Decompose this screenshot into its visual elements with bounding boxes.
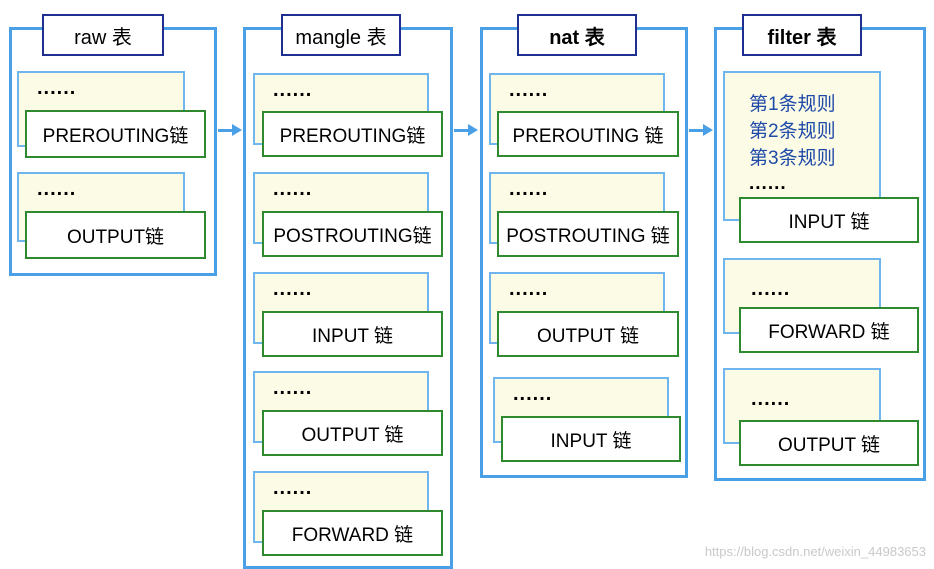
arrow-raw-to-mangle bbox=[218, 124, 242, 136]
nat-output-chain: OUTPUT 链 bbox=[497, 311, 679, 357]
rule-placeholder-dots: ...... bbox=[751, 388, 791, 410]
arrow-mangle-to-nat bbox=[454, 124, 478, 136]
rule-placeholder-dots: ...... bbox=[37, 178, 77, 200]
rule-placeholder-dots: ...... bbox=[751, 278, 791, 300]
rule-placeholder-dots: ...... bbox=[273, 178, 313, 200]
nat-prerouting-chain: PREROUTING 链 bbox=[497, 111, 679, 157]
rule-list: 第1条规则 第2条规则 第3条规则 ...... bbox=[749, 91, 836, 196]
rule-placeholder-dots: ...... bbox=[273, 79, 313, 101]
rule-placeholder-dots: ...... bbox=[273, 278, 313, 300]
nat-postrouting-chain: POSTROUTING 链 bbox=[497, 211, 679, 257]
rule-placeholder-dots: ...... bbox=[509, 178, 549, 200]
mangle-output-chain: OUTPUT 链 bbox=[262, 410, 443, 456]
mangle-table-title: mangle 表 bbox=[281, 14, 401, 56]
raw-output-chain: OUTPUT链 bbox=[25, 211, 206, 259]
filter-input-chain: INPUT 链 bbox=[739, 197, 919, 243]
mangle-input-chain: INPUT 链 bbox=[262, 311, 443, 357]
filter-forward-chain: FORWARD 链 bbox=[739, 307, 919, 353]
rule-placeholder-dots: ...... bbox=[273, 377, 313, 399]
rule-placeholder-dots: ...... bbox=[37, 77, 77, 99]
rule-placeholder-dots: ...... bbox=[273, 477, 313, 499]
filter-input-card: 第1条规则 第2条规则 第3条规则 ...... bbox=[723, 71, 881, 221]
raw-table-title: raw 表 bbox=[42, 14, 164, 56]
filter-table-title: filter 表 bbox=[742, 14, 862, 56]
nat-input-chain: INPUT 链 bbox=[501, 416, 681, 462]
rule-placeholder-dots: ...... bbox=[749, 173, 787, 194]
nat-table-title: nat 表 bbox=[517, 14, 637, 56]
mangle-forward-chain: FORWARD 链 bbox=[262, 510, 443, 556]
rule-1: 第1条规则 bbox=[749, 94, 836, 115]
raw-prerouting-chain: PREROUTING链 bbox=[25, 110, 206, 158]
rule-placeholder-dots: ...... bbox=[509, 278, 549, 300]
arrow-nat-to-filter bbox=[689, 124, 713, 136]
rule-2: 第2条规则 bbox=[749, 121, 836, 142]
rule-3: 第3条规则 bbox=[749, 148, 836, 169]
rule-placeholder-dots: ...... bbox=[513, 383, 553, 405]
mangle-prerouting-chain: PREROUTING链 bbox=[262, 111, 443, 157]
mangle-postrouting-chain: POSTROUTING链 bbox=[262, 211, 443, 257]
filter-output-chain: OUTPUT 链 bbox=[739, 420, 919, 466]
rule-placeholder-dots: ...... bbox=[509, 79, 549, 101]
watermark: https://blog.csdn.net/weixin_44983653 bbox=[704, 544, 926, 559]
